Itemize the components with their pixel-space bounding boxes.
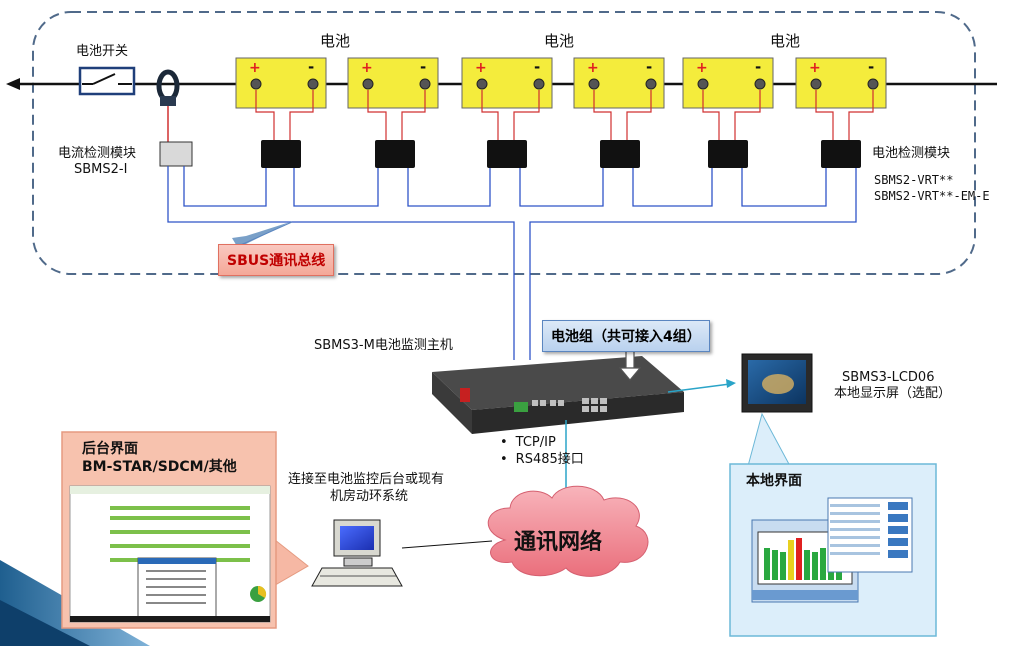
current-sensor-icon: [156, 69, 180, 142]
negative-terminal-sign: -: [308, 58, 315, 76]
current-module-name: 电流检测模块: [58, 146, 137, 161]
battery-detection-modules: [261, 140, 861, 168]
sbus-wiring: [167, 166, 857, 360]
lcd-description: 本地显示屏（选配）: [834, 386, 952, 401]
battery-unit: [573, 57, 665, 109]
battery-switch-label: 电池开关: [76, 44, 129, 59]
battery-module-model-1: SBMS2-VRT**: [874, 173, 954, 187]
negative-terminal-sign: -: [420, 58, 427, 76]
lcd-device: [741, 353, 813, 413]
connect-note-line-1: 连接至电池监控后台或现有: [288, 472, 445, 487]
battery-label-1: 电池: [320, 32, 351, 50]
battery-system-boundary: [32, 11, 976, 275]
network-cloud: [487, 485, 649, 577]
backend-panel: [61, 431, 309, 629]
battery-label-3: 电池: [770, 32, 801, 50]
battery-module-model-2: SBMS2-VRT**-EM-E: [874, 189, 990, 203]
lcd-model: SBMS3-LCD06: [842, 370, 935, 385]
current-detection-module: [159, 141, 193, 167]
group-callout: 电池组（共可接入4组）: [542, 320, 710, 352]
host-device: [432, 356, 684, 434]
sbus-callout: SBUS通讯总线: [218, 244, 335, 276]
interface-list: TCP/IP RS485接口: [500, 434, 584, 468]
backend-panel-subtitle: BM-STAR/SDCM/其他: [82, 459, 237, 475]
battery-module-name: 电池检测模块: [872, 146, 951, 161]
interface-item: TCP/IP: [500, 434, 584, 451]
positive-terminal-sign: +: [587, 60, 599, 76]
negative-terminal-sign: -: [755, 58, 762, 76]
pc-to-network-link: [401, 540, 493, 549]
interface-item: RS485接口: [500, 451, 584, 468]
host-label: SBMS3-M电池监测主机: [314, 338, 453, 353]
battery-unit: [795, 57, 887, 109]
battery-unit: [461, 57, 553, 109]
battery-switch-symbol: [78, 66, 136, 96]
host-to-lcd-link: [667, 379, 736, 393]
negative-terminal-sign: -: [534, 58, 541, 76]
battery-string: [235, 57, 887, 109]
lcd-callout-pointer: [747, 412, 791, 467]
positive-terminal-sign: +: [361, 60, 373, 76]
sbus-callout-pointer: [232, 222, 290, 248]
current-module-model: SBMS2-I: [74, 162, 128, 177]
battery-unit: [235, 57, 327, 109]
battery-unit: [347, 57, 439, 109]
network-label: 通讯网络: [514, 530, 603, 555]
battery-unit: [682, 57, 774, 109]
local-panel-title: 本地界面: [746, 473, 802, 489]
positive-terminal-sign: +: [696, 60, 708, 76]
local-panel: [729, 463, 937, 637]
negative-terminal-sign: -: [646, 58, 653, 76]
positive-terminal-sign: +: [249, 60, 261, 76]
backend-panel-title: 后台界面: [82, 441, 138, 457]
negative-terminal-sign: -: [868, 58, 875, 76]
connect-note-line-2: 机房动环系统: [330, 489, 409, 504]
positive-terminal-sign: +: [809, 60, 821, 76]
pc-icon: [311, 519, 403, 587]
positive-terminal-sign: +: [475, 60, 487, 76]
battery-label-2: 电池: [544, 32, 575, 50]
sense-wires: [255, 90, 874, 140]
